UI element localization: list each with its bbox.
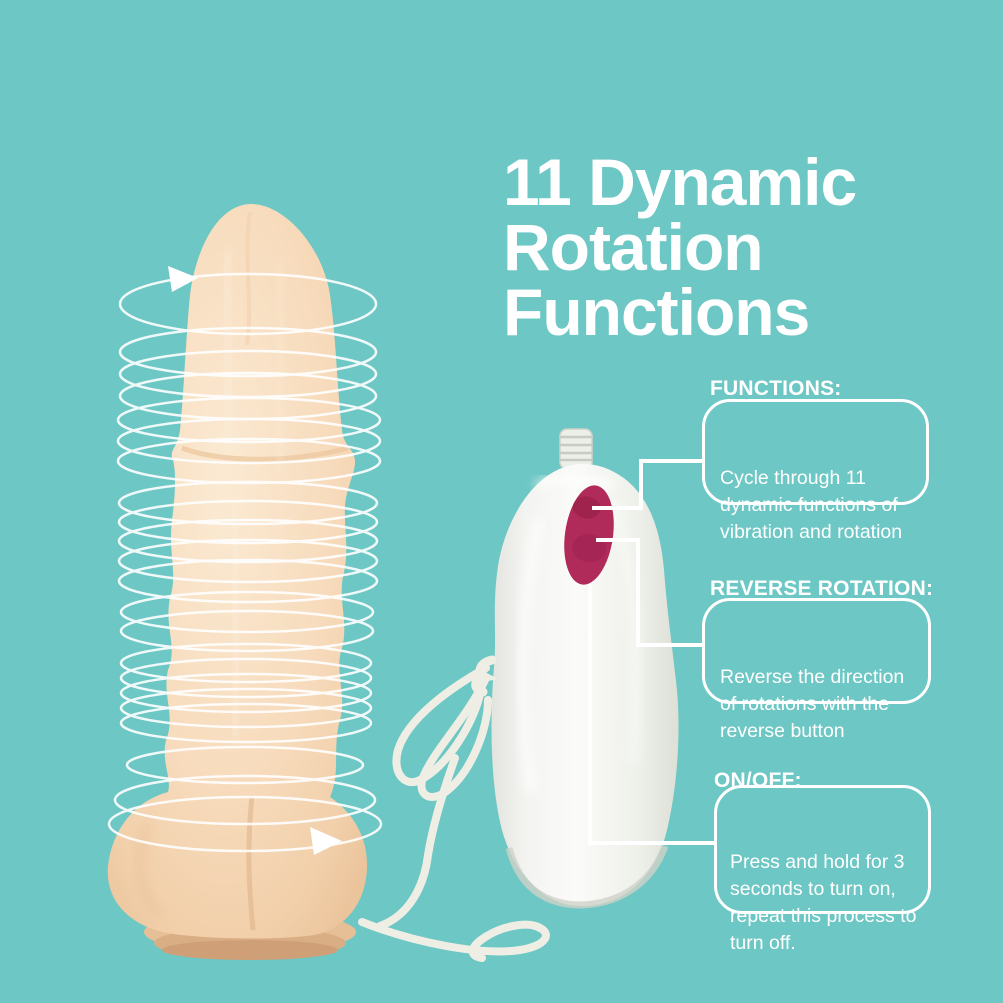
- annotation-box-reverse-rotation: Reverse the direction of rotations with …: [702, 598, 931, 742]
- glans-crease: [245, 211, 252, 346]
- vein-highlight: [275, 259, 285, 471]
- page-title: 11 Dynamic Rotation Functions: [503, 145, 857, 350]
- cord-graphic: [358, 655, 550, 962]
- ball-shadow: [135, 819, 164, 920]
- remote-highlight: [515, 516, 547, 793]
- cord-bottom-loop: [358, 918, 550, 962]
- ball-crease: [246, 795, 256, 931]
- button-indent-top: [572, 496, 601, 519]
- suction-cup-rim: [162, 940, 338, 960]
- dildo-graphic: [107, 203, 368, 960]
- callout-line-reverse-rotation: [596, 538, 702, 647]
- remote-highlight: [533, 474, 617, 493]
- remote-connector-nub: [559, 428, 593, 470]
- vein-highlight: [230, 499, 241, 741]
- annotation-box-on-off: Press and hold for 3 seconds to turn on,…: [714, 785, 931, 954]
- annotation-box-functions: Cycle through 11 dynamic functions of vi…: [702, 399, 929, 543]
- annotation-body-functions: Cycle through 11 dynamic functions of vi…: [720, 467, 903, 543]
- annotation-heading-functions: FUNCTIONS:: [710, 377, 842, 401]
- annotation-body-on-off: Press and hold for 3 seconds to turn on,…: [730, 851, 917, 954]
- cord-strand: [376, 754, 459, 930]
- rotation-arrow-top-icon: [168, 266, 198, 292]
- rotation-arrow-base-icon: [310, 827, 342, 855]
- cord-loop: [392, 664, 490, 786]
- annotation-heading-reverse-rotation: REVERSE ROTATION:: [710, 577, 934, 601]
- callout-line-on-off: [588, 584, 714, 845]
- corona-ridge: [181, 445, 349, 462]
- remote-highlight: [607, 498, 642, 763]
- rotation-rings: [107, 272, 383, 853]
- nub-ribs: [559, 435, 593, 462]
- callout-lines: [588, 459, 714, 845]
- remote-graphic: [491, 428, 679, 909]
- annotation-body-reverse-rotation: Reverse the direction of rotations with …: [720, 666, 905, 742]
- cord-loop: [417, 674, 492, 801]
- callout-line-functions: [592, 459, 702, 510]
- remote-bottom-rim: [505, 844, 669, 909]
- remote-button: [564, 485, 614, 585]
